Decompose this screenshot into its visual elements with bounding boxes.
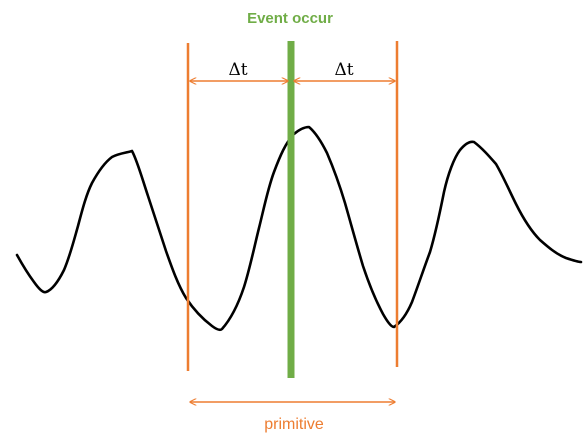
delta-right-label: Δt [334, 60, 353, 80]
event-title: Event occur [247, 10, 333, 27]
signal-waveform [15, 125, 583, 332]
delta-left-label: Δt [228, 60, 247, 80]
primitive-label: primitive [264, 416, 324, 433]
